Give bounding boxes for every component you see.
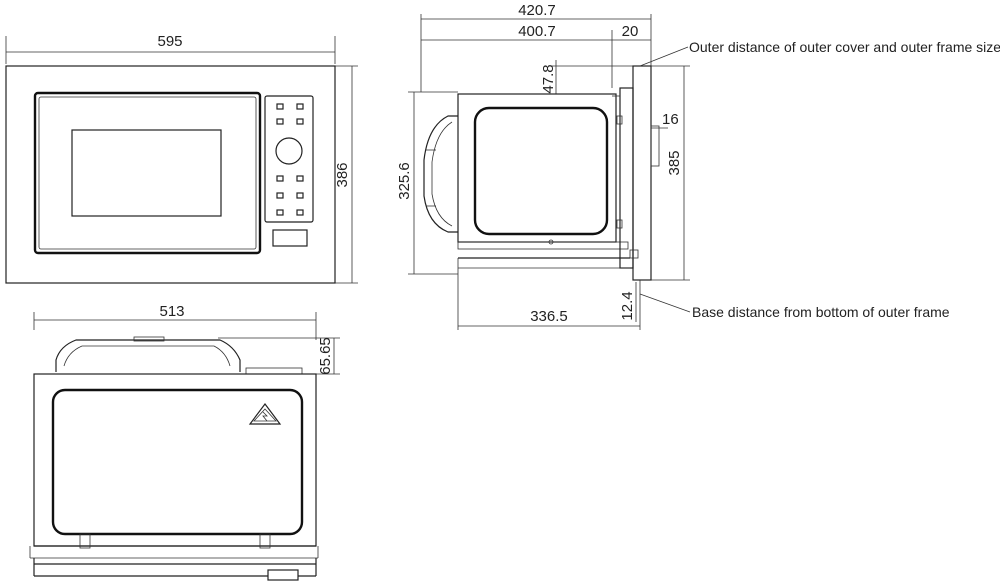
high-voltage-warning-icon [248, 403, 282, 425]
side-frame-depth-label: 20 [622, 23, 639, 40]
front-height-label: 386 [334, 162, 351, 187]
top-view: 513 65.65 [29, 303, 340, 581]
side-base-offset-label: 12.4 [619, 291, 636, 320]
top-cover-bump [55, 339, 241, 372]
side-top-offset-label: 47.8 [540, 64, 557, 93]
control-buttons-bottom [276, 175, 304, 216]
front-outer-frame [5, 65, 336, 284]
side-total-depth-label: 420.7 [518, 2, 556, 19]
side-cavity [473, 106, 609, 236]
top-height-label: 65.65 [317, 337, 334, 375]
control-panel [264, 95, 314, 223]
control-buttons-top [276, 103, 304, 125]
top-width-label: 513 [159, 303, 184, 320]
front-window [71, 129, 222, 217]
side-outer-offset-label: 16 [662, 111, 679, 128]
side-base-depth-label: 336.5 [530, 308, 568, 325]
top-panel [51, 388, 304, 536]
side-frame-height-label: 385 [666, 150, 683, 175]
door-release-button [272, 229, 308, 247]
side-rear-cover [423, 115, 458, 233]
side-front-frame [619, 87, 634, 269]
front-width-label: 595 [157, 33, 182, 50]
front-view: 595 386 [5, 33, 358, 284]
side-body-height-label: 325.6 [396, 162, 413, 200]
side-body [457, 93, 617, 243]
side-body-depth-label: 400.7 [518, 23, 556, 40]
side-view: 420.7 400.7 20 47.8 325.6 385 16 [396, 2, 1000, 330]
callout-outer-cover: Outer distance of outer cover and outer … [689, 39, 1000, 55]
control-dial-icon [275, 137, 303, 165]
top-body [33, 373, 317, 547]
front-door [33, 91, 262, 255]
callout-base-distance: Base distance from bottom of outer frame [692, 304, 950, 320]
